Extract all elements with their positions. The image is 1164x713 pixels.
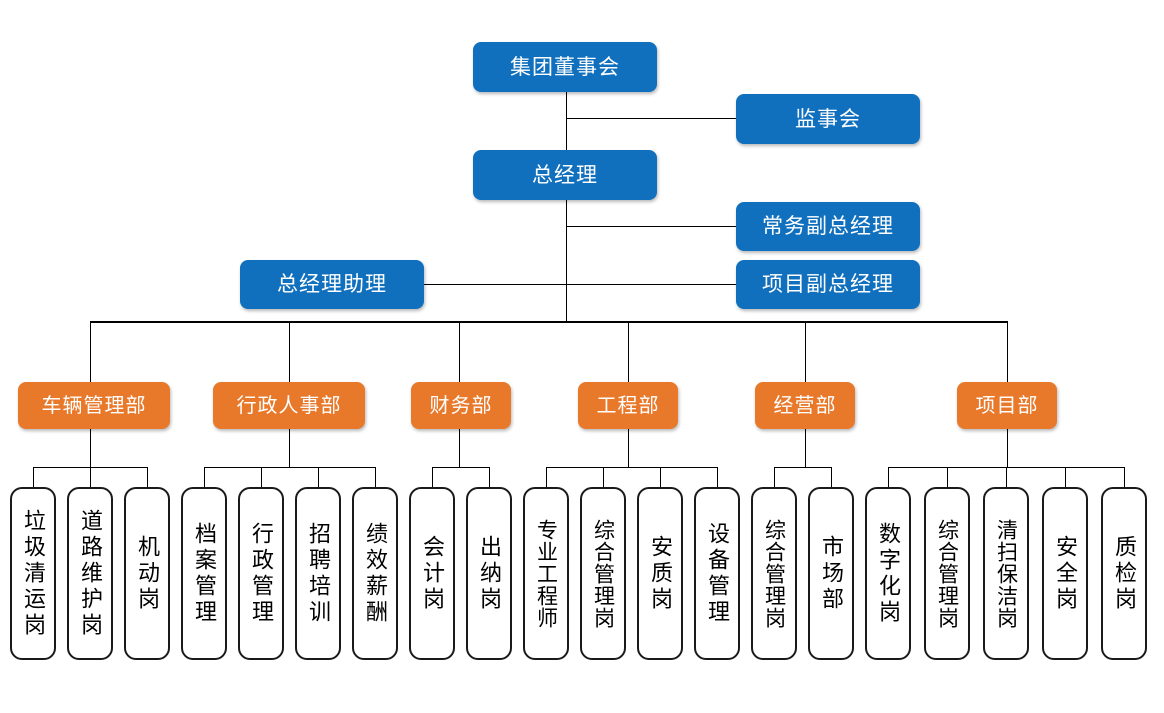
connector-dept6-leaf-3 xyxy=(1065,467,1066,488)
connector-dept3-leaf-1 xyxy=(489,467,490,488)
leaf-label: 设备管理 xyxy=(705,521,730,626)
connector-dept4-leaf-3 xyxy=(717,467,718,488)
connector-dept6-leaf-4 xyxy=(1124,467,1125,488)
connector-dept6-leaf-2 xyxy=(1006,467,1007,488)
connector-dept3-leaf-0 xyxy=(432,467,433,488)
node-department-vehicle-management[interactable]: 车辆管理部 xyxy=(18,382,170,429)
connector-dept2-stem xyxy=(289,429,290,467)
leaf-label: 道路维护岗 xyxy=(78,508,103,639)
connector-gm-assistant-to-spine xyxy=(424,284,567,285)
leaf-position-box[interactable]: 清扫保洁岗 xyxy=(983,487,1029,660)
connector-dept2-leaf-3 xyxy=(375,467,376,488)
connector-drop-dept-6 xyxy=(1007,321,1008,382)
connector-dept4-leaf-1 xyxy=(603,467,604,488)
leaf-label: 出纳岗 xyxy=(477,534,502,613)
connector-board-to-gm xyxy=(566,91,567,150)
leaf-label: 行政管理 xyxy=(249,521,274,626)
node-department-admin-hr[interactable]: 行政人事部 xyxy=(213,382,365,429)
leaf-position-box[interactable]: 综合管理岗 xyxy=(751,487,797,660)
connector-dept2-leaf-0 xyxy=(204,467,205,488)
leaf-label: 垃圾清运岗 xyxy=(21,508,46,639)
connector-dept4-bus xyxy=(546,467,717,468)
leaf-position-box[interactable]: 会计岗 xyxy=(409,487,455,660)
leaf-label: 专业工程师 xyxy=(534,518,558,629)
node-department-finance[interactable]: 财务部 xyxy=(411,382,511,429)
connector-dept4-leaf-2 xyxy=(660,467,661,488)
leaf-position-box[interactable]: 垃圾清运岗 xyxy=(10,487,56,660)
leaf-position-box[interactable]: 设备管理 xyxy=(694,487,740,660)
connector-department-bus xyxy=(90,321,1008,323)
leaf-position-box[interactable]: 绩效薪酬 xyxy=(352,487,398,660)
leaf-position-box[interactable]: 道路维护岗 xyxy=(67,487,113,660)
leaf-position-box[interactable]: 招聘培训 xyxy=(295,487,341,660)
leaf-label: 综合管理岗 xyxy=(935,518,959,629)
node-group-board[interactable]: 集团董事会 xyxy=(473,42,657,92)
leaf-position-box[interactable]: 综合管理岗 xyxy=(924,487,970,660)
leaf-label: 清扫保洁岗 xyxy=(994,518,1018,629)
leaf-label: 招聘培训 xyxy=(306,521,331,626)
connector-dept5-leaf-0 xyxy=(774,467,775,488)
node-gm-assistant[interactable]: 总经理助理 xyxy=(240,260,424,309)
leaf-label: 综合管理岗 xyxy=(762,518,786,629)
connector-spine-to-exec-deputy xyxy=(566,226,737,227)
connector-dept5-stem xyxy=(805,429,806,467)
connector-dept1-leaf-1 xyxy=(90,467,91,488)
leaf-label: 数字化岗 xyxy=(876,521,901,626)
connector-dept6-leaf-0 xyxy=(888,467,889,488)
leaf-label: 档案管理 xyxy=(192,521,217,626)
connector-spine-to-supervisory xyxy=(566,118,737,119)
connector-dept2-leaf-1 xyxy=(261,467,262,488)
leaf-position-box[interactable]: 档案管理 xyxy=(181,487,227,660)
connector-dept4-leaf-0 xyxy=(546,467,547,488)
leaf-position-box[interactable]: 行政管理 xyxy=(238,487,284,660)
leaf-label: 安质岗 xyxy=(648,534,673,613)
node-department-project[interactable]: 项目部 xyxy=(957,382,1057,429)
connector-dept2-leaf-2 xyxy=(318,467,319,488)
connector-dept6-stem xyxy=(1007,429,1008,467)
leaf-label: 会计岗 xyxy=(420,534,445,613)
connector-spine-to-project-deputy xyxy=(566,284,737,285)
node-department-operations[interactable]: 经营部 xyxy=(755,382,855,429)
connector-dept5-leaf-1 xyxy=(831,467,832,488)
leaf-position-box[interactable]: 质检岗 xyxy=(1101,487,1147,660)
connector-drop-dept-5 xyxy=(805,321,806,382)
connector-dept3-stem xyxy=(459,429,460,467)
connector-dept2-bus xyxy=(204,467,375,468)
leaf-position-box[interactable]: 安质岗 xyxy=(637,487,683,660)
leaf-label: 质检岗 xyxy=(1112,534,1137,613)
connector-dept1-leaf-0 xyxy=(33,467,34,488)
connector-dept1-stem xyxy=(90,429,91,467)
connector-dept6-leaf-1 xyxy=(947,467,948,488)
connector-gm-to-bus xyxy=(566,199,567,322)
node-supervisory-board[interactable]: 监事会 xyxy=(736,94,920,144)
connector-drop-dept-4 xyxy=(628,321,629,382)
leaf-position-box[interactable]: 安全岗 xyxy=(1042,487,1088,660)
node-executive-deputy-gm[interactable]: 常务副总经理 xyxy=(736,202,920,251)
leaf-label: 机动岗 xyxy=(135,534,160,613)
connector-drop-dept-3 xyxy=(459,321,460,382)
leaf-position-box[interactable]: 综合管理岗 xyxy=(580,487,626,660)
leaf-position-box[interactable]: 市场部 xyxy=(808,487,854,660)
connector-drop-dept-2 xyxy=(289,321,290,382)
connector-dept4-stem xyxy=(628,429,629,467)
connector-dept1-leaf-2 xyxy=(147,467,148,488)
leaf-position-box[interactable]: 出纳岗 xyxy=(466,487,512,660)
leaf-position-box[interactable]: 专业工程师 xyxy=(523,487,569,660)
node-general-manager[interactable]: 总经理 xyxy=(473,150,657,200)
connector-dept3-bus xyxy=(432,467,489,468)
leaf-label: 市场部 xyxy=(819,534,844,613)
connector-drop-dept-1 xyxy=(90,321,91,382)
leaf-label: 综合管理岗 xyxy=(591,518,615,629)
connector-dept5-bus xyxy=(774,467,831,468)
leaf-position-box[interactable]: 机动岗 xyxy=(124,487,170,660)
leaf-position-box[interactable]: 数字化岗 xyxy=(865,487,911,660)
leaf-label: 绩效薪酬 xyxy=(363,521,388,626)
leaf-label: 安全岗 xyxy=(1053,534,1078,613)
node-department-engineering[interactable]: 工程部 xyxy=(578,382,678,429)
node-project-deputy-gm[interactable]: 项目副总经理 xyxy=(736,260,920,309)
